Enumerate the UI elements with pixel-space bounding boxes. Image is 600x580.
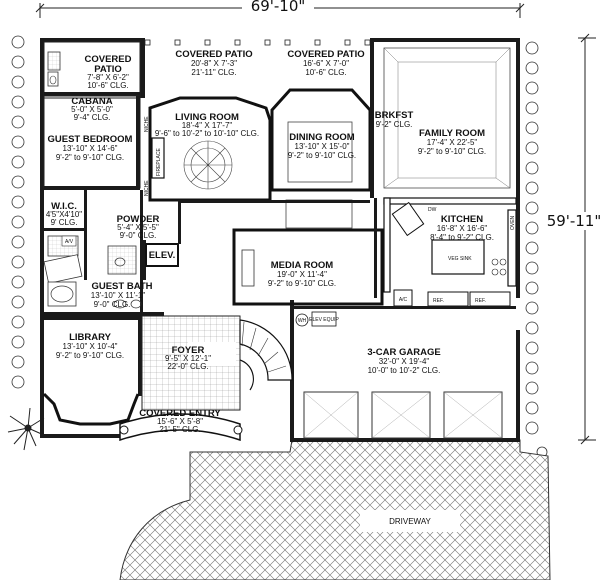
covered-entry-name: COVERED ENTRY [139,408,221,419]
breakfast-name: BRKFST [375,110,414,121]
garage-name: 3-CAR GARAGE [367,347,440,358]
patio-left-name-2: PATIO [94,64,122,75]
media-room-name: MEDIA ROOM [271,260,334,271]
dining-room-name: DINING ROOM [289,132,355,143]
powder-ceiling: 9'-0" CLG. [120,231,157,240]
living-room-size: 18'-4" X 17'-7" [182,121,233,130]
cabana-ceiling: 9'-4" CLG. [74,113,111,122]
kitchen-name: KITCHEN [441,214,483,225]
fireplace-icon: FIREPLACE [151,137,165,179]
guest-bedroom-name: GUEST BEDROOM [48,134,133,145]
foyer-ceiling: 22'-0" CLG. [167,362,208,371]
patio-right-ceiling: 10'-6" CLG. [305,68,346,77]
covered-entry-arc [119,413,241,442]
media-room-walls [232,228,384,306]
depth-label: 59'-11" [547,212,600,230]
svg-text:FIREPLACE: FIREPLACE [156,148,162,176]
cabana-area [43,41,141,99]
breakfast-ceiling: 9'-2" CLG. [376,120,413,129]
patio-center-name: COVERED PATIO [175,49,252,60]
patio-left-size: 7'-8" X 6'-2" [87,73,129,82]
family-room-ceiling: 9'-2" to 9'-10" CLG. [418,147,486,156]
driveway-area [119,439,551,580]
living-ceiling-medallion [183,140,233,190]
dw-label: DW [428,207,437,213]
library-name: LIBRARY [69,332,112,343]
garage-doors [303,391,503,439]
oven-label: OVEN [510,215,516,230]
patio-center-ceiling: 21'-11" CLG. [191,68,236,77]
svg-text:NICHE: NICHE [144,180,150,196]
elevator-name: ELEV. [149,250,176,261]
family-room-name: FAMILY ROOM [419,128,485,139]
garage-size: 32'-0" X 19'-4" [379,357,430,366]
powder-name: POWDER [117,214,160,225]
wh-label: WH [298,318,307,324]
living-room-ceiling: 9'-6" to 10'-2" to 10'-10" CLG. [155,129,259,138]
patio-center-size: 20'-8" X 7'-3" [191,59,237,68]
guest-bath-fixtures: A/V [43,235,142,309]
spiral-stair [239,319,293,391]
width-label: 69'-10" [251,0,306,15]
landscape-shrubs [11,35,548,458]
veg-sink-label: VEG SINK [448,256,472,262]
kitchen-counters [383,197,517,307]
media-room-size: 19'-0" X 11'-4" [277,270,327,279]
patio-columns [144,39,371,46]
patio-right-name: COVERED PATIO [287,49,364,60]
guest-bath-size: 13'-10" X 11'-1" [91,291,146,300]
interior-walls [178,198,516,309]
patio-left-name: COVERED [85,54,132,65]
driveway-label: DRIVEWAY [389,517,431,526]
wic-ceiling: 9' CLG. [51,218,78,227]
covered-entry-ceiling: 21'-5" CLG. [159,425,200,434]
cabana-size: 5'-0" X 5'-0" [71,105,113,114]
powder-size: 5'-4" X 5'-5" [117,223,159,232]
niche-labels: NICHE NICHE [144,116,150,196]
wic-size: 4'5"X4'10" [46,210,82,219]
guest-bedroom-ceiling: 9'-2" to 9'-10" CLG. [56,153,124,162]
kitchen-size: 16'-8" X 16'-6" [437,224,488,233]
wic-name: W.I.C. [51,201,77,212]
guest-bath-name: GUEST BATH [91,281,152,292]
svg-text:NICHE: NICHE [144,116,150,132]
ac-label: A/C [399,297,408,303]
elevator-box [145,243,179,267]
dining-room-ceiling: 9'-2" to 9'-10" CLG. [288,151,356,160]
palm-tree-icon [7,407,47,451]
library-bay [42,392,140,426]
depth-dimension: 59'-11" [547,33,600,445]
patio-left-ceiling: 10'-6" CLG. [87,81,128,90]
elev-equip-label: ELEV EQUIP [309,317,339,323]
foyer-name: FOYER [172,345,205,356]
cabana-name: CABANA [71,96,112,107]
guest-bath-ceiling: 9'-0" CLG. [94,300,131,309]
ref-label-2: REF. [475,298,486,304]
library-ceiling: 9'-2" to 9'-10" CLG. [56,351,124,360]
garage-ceiling: 10'-0" to 10'-2" CLG. [368,366,441,375]
dining-room-size: 13'-10" X 15'-0" [295,142,350,151]
guest-bedroom-size: 13'-10" X 14'-6" [63,144,118,153]
foyer-size: 9'-5" X 12'-1" [165,354,211,363]
ref-label-1: REF. [433,298,444,304]
living-room-name: LIVING ROOM [175,112,239,123]
media-room-ceiling: 9'-2" to 9'-10" CLG. [268,279,336,288]
covered-entry-size: 15'-6" X 5'-8" [157,417,203,426]
library-size: 13'-10" X 10'-4" [63,342,118,351]
family-room-size: 17'-4" X 22'-5" [427,138,478,147]
av-label: A/V [65,239,74,245]
width-dimension: 69'-10" [35,0,525,18]
kitchen-ceiling: 8'-4" to 9'-2" CLG. [430,233,494,242]
patio-right-size: 16'-6" X 7'-0" [303,59,349,68]
